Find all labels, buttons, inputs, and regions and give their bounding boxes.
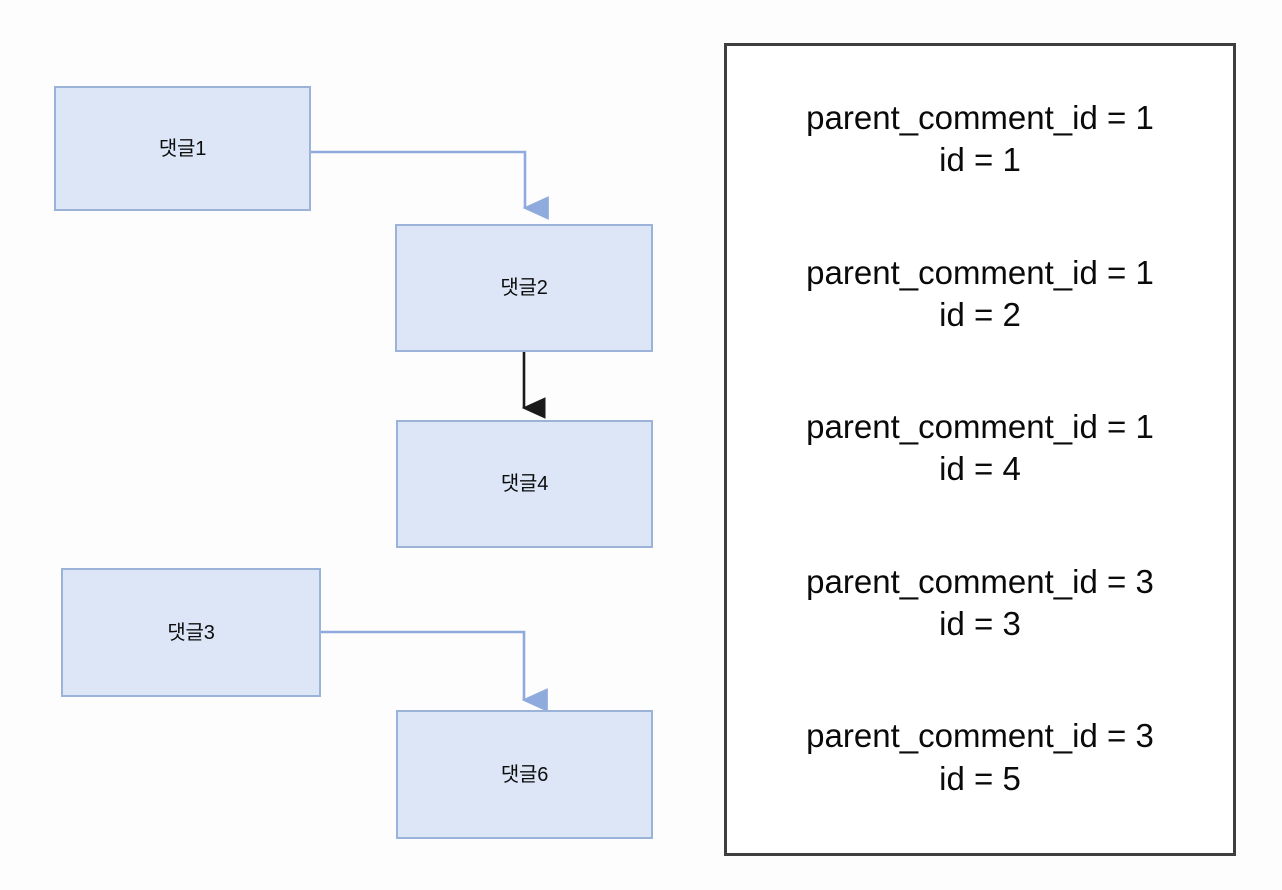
node-comment-4[interactable]: 댓글4 — [396, 420, 653, 548]
edge-comment1-to-comment2 — [311, 150, 549, 220]
record-id: id = 5 — [939, 759, 1021, 797]
record-item: parent_comment_id = 1 id = 2 — [737, 252, 1223, 336]
node-comment-3[interactable]: 댓글3 — [61, 568, 321, 697]
node-comment-3-label: 댓글3 — [167, 621, 215, 644]
record-item: parent_comment_id = 3 id = 5 — [737, 715, 1223, 799]
record-id: id = 2 — [939, 295, 1021, 333]
record-list-panel: parent_comment_id = 1 id = 1 parent_comm… — [724, 43, 1236, 856]
record-id: id = 1 — [939, 141, 1021, 179]
record-parent-comment-id: parent_comment_id = 1 — [806, 99, 1154, 137]
record-parent-comment-id: parent_comment_id = 1 — [806, 253, 1154, 291]
node-comment-4-label: 댓글4 — [500, 473, 549, 495]
node-comment-2[interactable]: 댓글2 — [395, 224, 653, 352]
record-item: parent_comment_id = 1 id = 4 — [737, 406, 1223, 490]
node-comment-6[interactable]: 댓글6 — [396, 710, 653, 839]
node-comment-6-label: 댓글6 — [500, 763, 549, 786]
record-item: parent_comment_id = 3 id = 3 — [737, 561, 1223, 645]
record-id: id = 3 — [939, 605, 1021, 643]
node-comment-1-label: 댓글1 — [158, 137, 207, 160]
node-comment-1[interactable]: 댓글1 — [54, 86, 311, 211]
record-parent-comment-id: parent_comment_id = 3 — [806, 717, 1154, 755]
node-comment-2-label: 댓글2 — [500, 277, 548, 299]
record-parent-comment-id: parent_comment_id = 1 — [806, 408, 1154, 446]
edge-comment3-to-comment6 — [321, 630, 548, 712]
record-item: parent_comment_id = 1 id = 1 — [737, 97, 1223, 181]
record-id: id = 4 — [939, 450, 1021, 488]
record-parent-comment-id: parent_comment_id = 3 — [806, 562, 1154, 600]
